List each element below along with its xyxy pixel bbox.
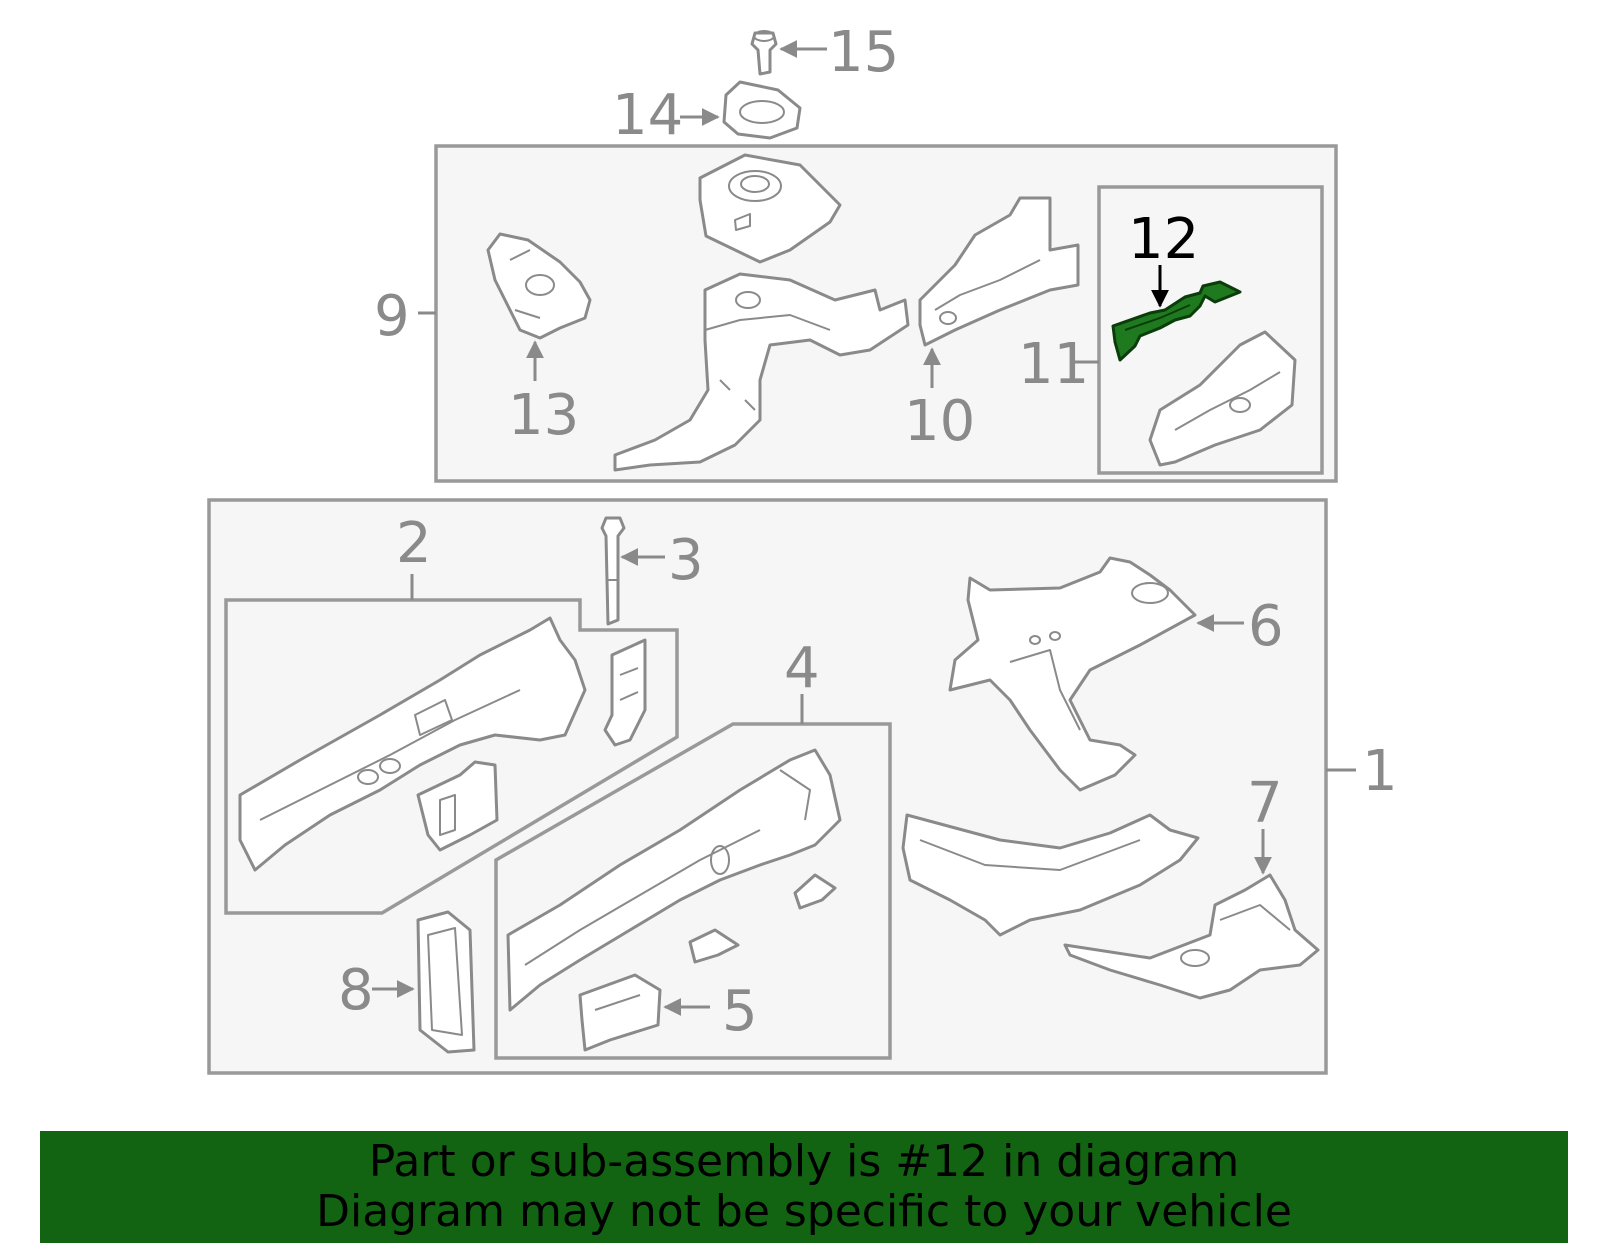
part-2-bracket-b xyxy=(416,760,499,852)
banner-line-2: Diagram may not be specific to your vehi… xyxy=(316,1186,1292,1237)
part-12-bracket xyxy=(1111,280,1242,362)
callout-3: 3 xyxy=(668,528,704,593)
callout-10: 10 xyxy=(904,389,975,454)
callout-1: 1 xyxy=(1362,739,1398,804)
callout-9: 9 xyxy=(374,284,410,349)
info-banner: Part or sub-assembly is #12 in diagram D… xyxy=(40,1131,1568,1243)
part-4-clip-b xyxy=(688,928,740,964)
callout-5: 5 xyxy=(722,979,758,1044)
part-2-rail xyxy=(238,616,587,872)
callout-8: 8 xyxy=(338,958,374,1023)
callout-2: 2 xyxy=(396,511,432,576)
part-5-plate xyxy=(578,973,662,1052)
apron-panel xyxy=(613,272,910,472)
banner-line-1: Part or sub-assembly is #12 in diagram xyxy=(368,1136,1240,1187)
callout-11: 11 xyxy=(1018,332,1089,397)
part-10-panel xyxy=(918,196,1080,347)
strut-tower xyxy=(698,153,842,264)
part-2-bracket-a xyxy=(603,638,647,747)
callout-14: 14 xyxy=(612,83,683,148)
part-8-gasket xyxy=(416,910,476,1054)
part-4-rail xyxy=(506,748,842,1012)
part-4-clip-a xyxy=(793,873,837,910)
part-14-plate xyxy=(722,80,802,140)
part-3-bolt xyxy=(600,516,626,626)
part-15-clip xyxy=(750,30,778,76)
callout-6: 6 xyxy=(1248,594,1284,659)
callout-4: 4 xyxy=(784,636,820,701)
crossmember xyxy=(901,813,1200,937)
callout-15: 15 xyxy=(828,20,899,85)
callout-13: 13 xyxy=(508,383,579,448)
part-11-rail xyxy=(1148,330,1297,467)
callout-12: 12 xyxy=(1128,207,1199,272)
part-6-member xyxy=(948,556,1197,792)
callout-7: 7 xyxy=(1247,771,1283,836)
part-7-shield xyxy=(1063,873,1320,1000)
part-13-bracket xyxy=(486,232,592,340)
